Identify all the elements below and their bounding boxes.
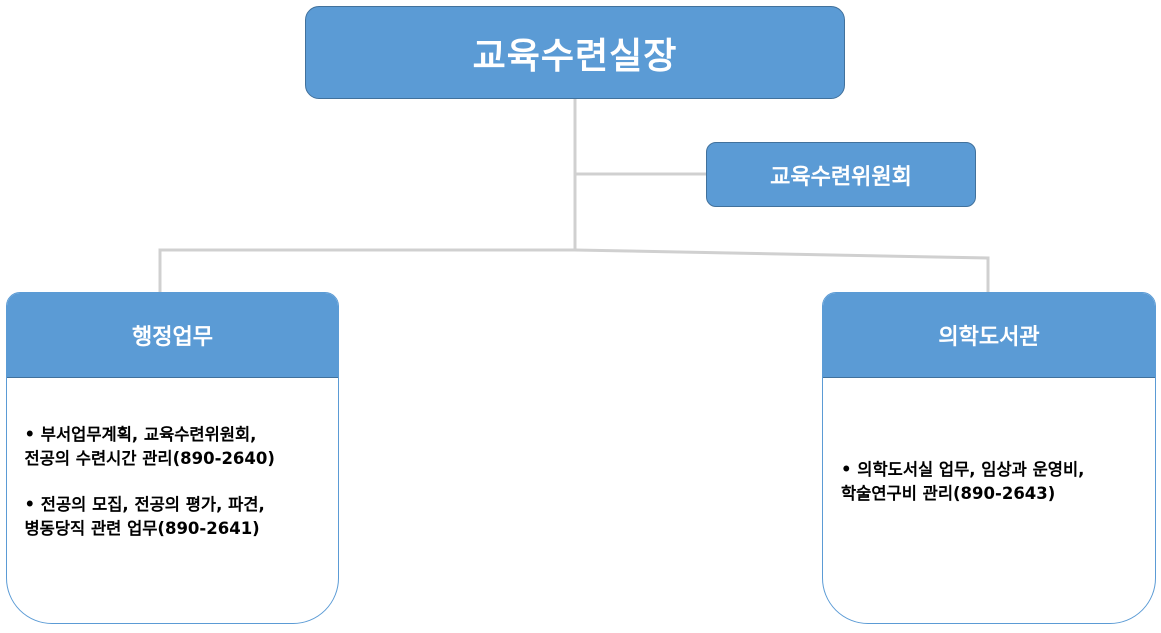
admin-duty-item: • 부서업무계획, 교육수련위원회, 전공의 수련시간 관리(890-2640) xyxy=(25,423,321,471)
admin-duty-line: • 부서업무계획, 교육수련위원회, xyxy=(24,425,257,444)
admin-card-title: 행정업무 xyxy=(132,325,213,350)
library-card: 의학도서관 • 의학도서실 업무, 임상과 운영비, 학술연구비 관리(890-… xyxy=(822,292,1156,624)
committee-box: 교육수련위원회 xyxy=(706,142,976,207)
admin-duty-line: • 전공의 모집, 전공의 평가, 파견, xyxy=(24,495,265,514)
org-head-box: 교육수련실장 xyxy=(305,6,845,99)
admin-duty-line: 전공의 수련시간 관리(890-2640) xyxy=(24,449,275,468)
admin-card-body: • 부서업무계획, 교육수련위원회, 전공의 수련시간 관리(890-2640)… xyxy=(7,379,338,623)
connector-left-branch xyxy=(158,248,575,292)
admin-duty-item: • 전공의 모집, 전공의 평가, 파견, 병동당직 관련 업무(890-264… xyxy=(25,493,321,541)
committee-title: 교육수련위원회 xyxy=(770,164,912,190)
admin-card: 행정업무 • 부서업무계획, 교육수련위원회, 전공의 수련시간 관리(890-… xyxy=(6,292,339,624)
admin-duty-line: 병동당직 관련 업무(890-2641) xyxy=(24,519,260,538)
admin-card-header: 행정업무 xyxy=(7,293,338,378)
connector-right-branch xyxy=(574,248,990,292)
library-duty-item: • 의학도서실 업무, 임상과 운영비, 학술연구비 관리(890-2643) xyxy=(841,458,1137,506)
library-duty-line: 학술연구비 관리(890-2643) xyxy=(841,484,1056,503)
library-card-title: 의학도서관 xyxy=(938,325,1040,350)
org-head-title: 교육수련실장 xyxy=(472,35,678,77)
library-duty-line: • 의학도서실 업무, 임상과 운영비, xyxy=(841,460,1085,479)
library-card-header: 의학도서관 xyxy=(823,293,1155,378)
library-card-body: • 의학도서실 업무, 임상과 운영비, 학술연구비 관리(890-2643) xyxy=(823,379,1155,623)
